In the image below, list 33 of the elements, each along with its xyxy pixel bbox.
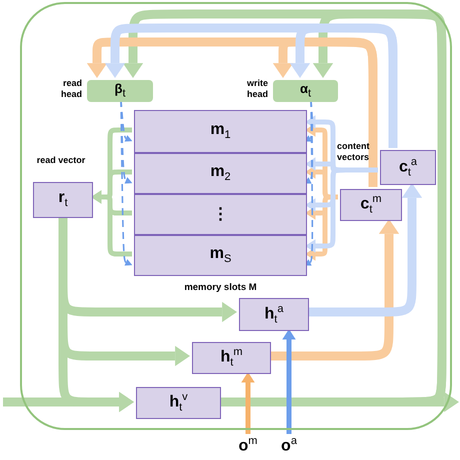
vector-box: [192, 342, 271, 374]
node-label: m$_{2}$: [210, 164, 231, 184]
head-box: [87, 80, 153, 102]
arrow: [91, 190, 132, 256]
memory-label: memory slots M: [184, 282, 257, 292]
node-caption: read vector: [36, 155, 86, 166]
arrow: [241, 372, 255, 434]
arrow: [307, 183, 422, 316]
dashed-arrow: [120, 100, 132, 266]
annotation-label: content vectors: [337, 141, 370, 163]
vector-box: [136, 387, 221, 419]
vector-box: [380, 150, 436, 185]
arrow: [269, 219, 400, 360]
node-label: α$_{t}$: [300, 82, 312, 100]
outer-frame: [20, 2, 452, 430]
memory-slot: [134, 235, 307, 276]
node-label: ⋮: [212, 206, 228, 222]
node-label: m$_{1}$: [210, 122, 231, 142]
node-caption: write head: [246, 78, 268, 100]
node-label: m$_{S}$: [210, 246, 232, 266]
node-label: r$_{t}$: [58, 190, 68, 210]
node-caption: read head: [60, 78, 82, 100]
arrow: [282, 329, 296, 434]
node-label: o$^{m}$: [238, 436, 258, 454]
vector-box: [239, 298, 309, 331]
node-label: o$^{a}$: [281, 436, 297, 454]
head-box: [273, 80, 338, 102]
vector-box: [33, 182, 93, 218]
memory-slot: [134, 194, 307, 235]
memory-slot: [134, 110, 307, 153]
memory-slot: [134, 153, 307, 194]
node-label: β$_{t}$: [114, 82, 126, 100]
vector-box: [340, 189, 402, 221]
